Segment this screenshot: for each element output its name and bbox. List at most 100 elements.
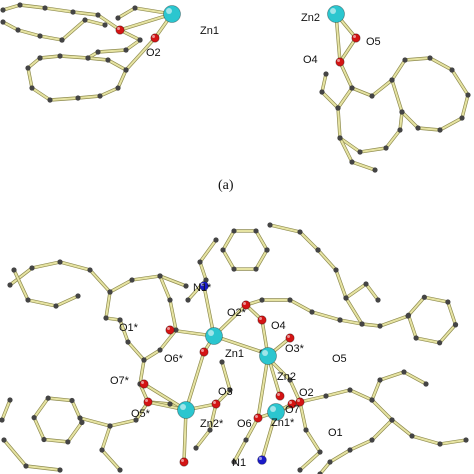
ligand-bond bbox=[233, 439, 247, 463]
label-o1s: O1* bbox=[119, 322, 139, 334]
ligand-bond bbox=[19, 4, 46, 9]
atom-carbon bbox=[357, 149, 363, 155]
ligand-bond bbox=[379, 315, 409, 327]
atom-carbon bbox=[37, 55, 43, 61]
ligand-bond bbox=[339, 137, 361, 153]
ligand-bond bbox=[59, 261, 91, 271]
ligand-bond bbox=[299, 451, 321, 471]
ligand-bond bbox=[335, 269, 347, 299]
atom-carbon bbox=[0, 7, 6, 13]
ligand-bond bbox=[345, 297, 363, 325]
atom-carbon bbox=[65, 439, 71, 445]
oxygen-atom bbox=[211, 399, 221, 409]
ligand-bond bbox=[209, 403, 217, 431]
zinc-atom-zn1 bbox=[205, 327, 223, 345]
ligand-bond bbox=[89, 269, 111, 293]
atom-carbon bbox=[337, 317, 343, 323]
atom-carbon bbox=[389, 77, 395, 83]
atom-carbon bbox=[415, 125, 421, 131]
oxygen-atom bbox=[115, 25, 125, 35]
atom-carbon bbox=[463, 437, 469, 443]
label-o2s: O2* bbox=[227, 307, 247, 319]
ligand-bond bbox=[127, 341, 145, 361]
ligand-bond bbox=[31, 261, 61, 269]
panel-a-caption: (a) bbox=[218, 178, 234, 193]
ligand-bond bbox=[2, 4, 21, 11]
ligand-bond bbox=[337, 87, 353, 109]
atom-carbon bbox=[397, 127, 403, 133]
atom-carbon bbox=[259, 297, 265, 303]
ligand-bond bbox=[311, 311, 341, 321]
atom-carbon bbox=[231, 266, 237, 272]
ligand-bond bbox=[299, 231, 319, 251]
atom-carbon bbox=[185, 297, 191, 303]
atom-carbon bbox=[117, 467, 123, 473]
label-o6s: O6* bbox=[164, 353, 184, 365]
atom-carbon bbox=[87, 267, 93, 273]
atom-carbon bbox=[369, 437, 375, 443]
atom-carbon bbox=[31, 415, 37, 421]
ligand-bond bbox=[44, 7, 74, 13]
nitrogen-atom-n1-highlight bbox=[258, 456, 262, 460]
atom-carbon bbox=[363, 281, 369, 287]
ligand-bond bbox=[289, 299, 313, 313]
atom-carbon bbox=[75, 95, 81, 101]
ring-bond bbox=[66, 421, 83, 443]
label-zn1-b: Zn1 bbox=[225, 348, 244, 360]
atom-carbon bbox=[377, 377, 383, 383]
ligand-bond bbox=[399, 111, 403, 131]
ligand-bond bbox=[84, 19, 106, 26]
ligand-bond bbox=[117, 69, 127, 89]
atom-carbon bbox=[107, 289, 113, 295]
ligand-bond bbox=[305, 429, 321, 453]
atom-carbon bbox=[203, 277, 209, 283]
atom-carbon bbox=[409, 433, 415, 439]
oxygen-atom-highlight bbox=[353, 35, 356, 38]
coordination-bond bbox=[119, 13, 173, 31]
atom-carbon bbox=[449, 67, 455, 73]
atom-carbon bbox=[327, 459, 333, 465]
ligand-bond bbox=[39, 35, 63, 41]
atom-carbon bbox=[349, 159, 355, 165]
atom-carbon bbox=[315, 247, 321, 253]
ligand-bond bbox=[325, 389, 351, 397]
ligand-bond bbox=[391, 419, 413, 437]
label-o7-b: O7 bbox=[285, 404, 300, 416]
atom-carbon bbox=[369, 397, 375, 403]
ring-bond bbox=[415, 336, 441, 344]
label-o1-b: O1 bbox=[328, 427, 343, 439]
oxygen-atom bbox=[257, 315, 267, 325]
label-o4-b: O4 bbox=[271, 320, 286, 332]
atom-carbon bbox=[197, 259, 203, 265]
ligand-bond bbox=[339, 319, 363, 325]
atom-carbon bbox=[41, 436, 47, 443]
atom-carbon bbox=[25, 297, 31, 303]
atom-carbon bbox=[333, 267, 339, 273]
atom-carbon bbox=[343, 295, 349, 301]
atom-carbon bbox=[297, 229, 303, 235]
ligand-bond bbox=[321, 91, 339, 109]
ligand-bond bbox=[461, 94, 469, 119]
ligand-bond bbox=[391, 79, 403, 113]
label-n1-b: N1 bbox=[232, 457, 246, 469]
atom-carbon bbox=[401, 369, 407, 375]
atom-carbon bbox=[207, 427, 213, 433]
atom-carbon bbox=[389, 417, 395, 423]
atom-carbon bbox=[85, 55, 91, 61]
oxygen-atom-highlight bbox=[181, 459, 184, 462]
atom-carbon bbox=[69, 397, 75, 404]
zinc-atom-zn2 bbox=[327, 5, 345, 23]
ligand-bond bbox=[101, 449, 121, 471]
atom-carbon bbox=[452, 322, 459, 328]
atom-carbon bbox=[0, 19, 6, 25]
oxygen-atom bbox=[143, 397, 153, 407]
ligand-bond bbox=[349, 389, 373, 401]
atom-carbon bbox=[45, 395, 51, 401]
atom-carbon bbox=[402, 57, 408, 63]
ligand-bond bbox=[107, 59, 127, 71]
label-n1s: N1* bbox=[193, 282, 212, 294]
zinc-atom-zn2s-highlight bbox=[180, 404, 186, 410]
ligand-bond bbox=[401, 111, 419, 129]
atom-carbon bbox=[359, 321, 365, 327]
ligand-bond bbox=[105, 291, 111, 319]
